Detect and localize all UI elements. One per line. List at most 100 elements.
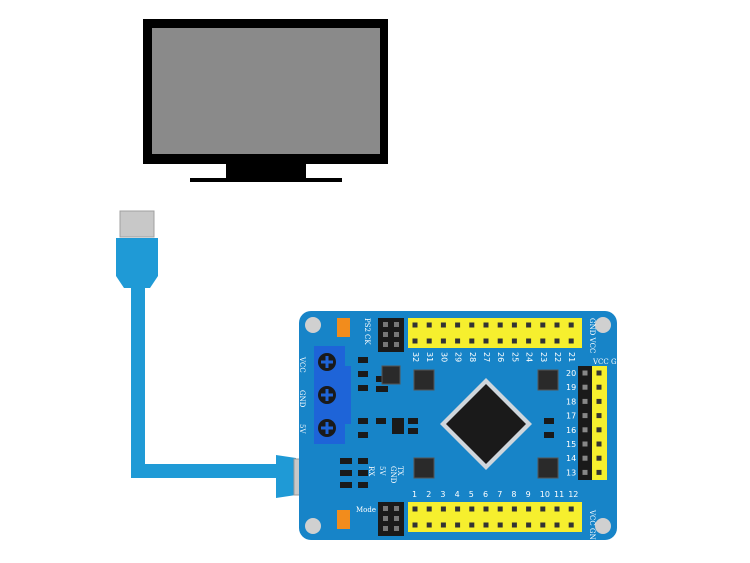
mounting-hole — [595, 518, 611, 534]
5v-terminal-label: 5V — [298, 424, 306, 434]
right-pin-label: 19 — [566, 383, 576, 392]
pin-hole — [540, 322, 546, 328]
pin-hole — [582, 384, 588, 390]
tx-label: TX — [396, 466, 404, 476]
pin-hole — [568, 338, 574, 344]
pin-holes — [383, 322, 602, 531]
screw — [318, 386, 336, 404]
pin-hole — [554, 522, 560, 528]
screw-terminal-side — [345, 366, 351, 424]
pin-hole — [426, 322, 432, 328]
pin-hole — [383, 526, 388, 531]
bottom-pin-label: 2 — [426, 490, 431, 499]
pin-hole — [497, 322, 503, 328]
micro-usb-housing — [276, 455, 296, 498]
bottom-pin-label: 12 — [568, 490, 578, 499]
pin-hole — [440, 506, 446, 512]
right-pin-label: 14 — [566, 454, 576, 463]
top-pin-label: 21 — [567, 352, 576, 362]
top-pin-label: 22 — [553, 352, 562, 362]
ck-label: CK — [363, 334, 371, 345]
pin-hole — [540, 338, 546, 344]
pin-hole — [483, 322, 489, 328]
top-pin-label: 30 — [439, 352, 448, 362]
pin-hole — [497, 338, 503, 344]
cable-horizontal — [131, 464, 279, 478]
right-pin-label: 13 — [566, 468, 576, 477]
top-pin-header — [408, 318, 582, 348]
pin-hole — [596, 370, 602, 376]
pin-hole — [455, 506, 461, 512]
ps2-label: PS2 — [363, 318, 371, 332]
pin-hole — [526, 522, 532, 528]
pin-hole — [469, 522, 475, 528]
pin-hole — [526, 506, 532, 512]
bottom-pin-label: 3 — [440, 490, 445, 499]
small-ic — [413, 369, 435, 391]
top-pin-label: 29 — [454, 352, 463, 362]
top-pin-label: 28 — [468, 352, 477, 362]
5v-serial-label: 5V — [378, 466, 386, 476]
pin-hole — [540, 522, 546, 528]
pin-hole — [394, 506, 399, 511]
monitor-screen — [152, 28, 380, 154]
mounting-hole — [595, 317, 611, 333]
monitor — [143, 19, 388, 182]
vcc-gnd-right-label: VCC GND — [592, 358, 629, 366]
mounting-hole — [305, 518, 321, 534]
bottom-pin-label: 8 — [511, 490, 516, 499]
pin-hole — [383, 506, 388, 511]
orange-button — [337, 318, 350, 337]
vcc-terminal-label: VCC — [298, 356, 306, 373]
gnd-serial-label: GND — [389, 466, 397, 484]
pin-hole — [526, 338, 532, 344]
pin-hole — [511, 338, 517, 344]
pin-hole — [394, 342, 399, 347]
top-pin-label: 25 — [510, 352, 519, 362]
pin-hole — [596, 398, 602, 404]
right-pin-header — [592, 366, 607, 480]
top-pin-label: 32 — [411, 352, 420, 362]
monitor-base — [190, 178, 342, 182]
top-pin-label: 27 — [482, 352, 491, 362]
right-pin-header-black — [578, 366, 592, 480]
mounting-hole — [305, 317, 321, 333]
pin-hole — [412, 522, 418, 528]
smd-components — [340, 357, 554, 488]
bottom-pin-label: 9 — [526, 490, 531, 499]
cable-vertical — [131, 287, 145, 464]
main-mcu-chip — [440, 378, 532, 470]
pin-hole — [511, 522, 517, 528]
pin-hole — [455, 322, 461, 328]
pin-hole — [383, 516, 388, 521]
pin-hole — [412, 338, 418, 344]
top-pin-label: 24 — [525, 352, 534, 362]
pin-hole — [394, 322, 399, 327]
right-pin-label: 15 — [566, 440, 576, 449]
pin-hole — [596, 441, 602, 447]
usb-plug-metal — [119, 210, 155, 238]
bottom-pin-label: 11 — [554, 490, 564, 499]
pin-hole — [426, 522, 432, 528]
pin-hole — [568, 522, 574, 528]
pin-hole — [582, 455, 588, 461]
pin-hole — [554, 338, 560, 344]
ps2-header — [378, 318, 404, 352]
small-ic — [413, 457, 435, 479]
gnd-terminal-label: GND — [298, 390, 306, 408]
top-pin-label: 26 — [496, 352, 505, 362]
pin-hole — [440, 522, 446, 528]
pin-hole — [412, 322, 418, 328]
mode-label: Mode — [356, 506, 376, 514]
pin-hole — [582, 469, 588, 475]
monitor-neck — [226, 164, 306, 178]
pin-hole — [554, 322, 560, 328]
pin-hole — [394, 526, 399, 531]
small-ic — [537, 457, 559, 479]
pin-hole — [582, 398, 588, 404]
pin-hole — [582, 370, 588, 376]
